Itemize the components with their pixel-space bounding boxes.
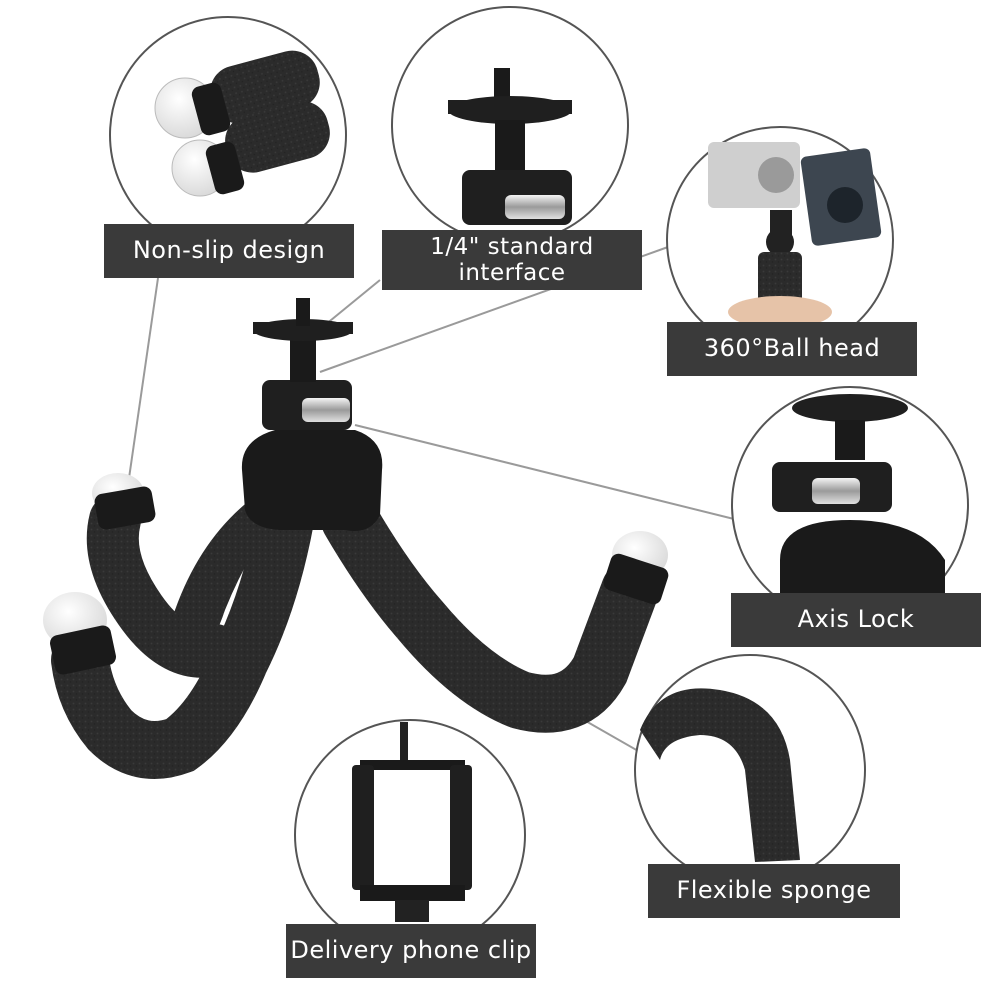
detail-circle-non-slip bbox=[109, 16, 347, 254]
label-non-slip-design: Non-slip design bbox=[104, 224, 354, 278]
detail-circle-sponge bbox=[634, 654, 866, 886]
label-ball-head: 360°Ball head bbox=[667, 322, 917, 376]
label-flexible-sponge: Flexible sponge bbox=[648, 864, 900, 918]
detail-circle-axis-lock bbox=[731, 386, 969, 624]
label-standard-interface: 1/4" standard interface bbox=[382, 230, 642, 290]
detail-circle-ball-head bbox=[666, 126, 894, 354]
label-axis-lock: Axis Lock bbox=[731, 593, 981, 647]
label-phone-clip: Delivery phone clip bbox=[286, 924, 536, 978]
detail-circle-interface bbox=[391, 6, 629, 244]
detail-circle-phone-clip bbox=[294, 719, 526, 951]
tripod-main bbox=[43, 298, 669, 779]
